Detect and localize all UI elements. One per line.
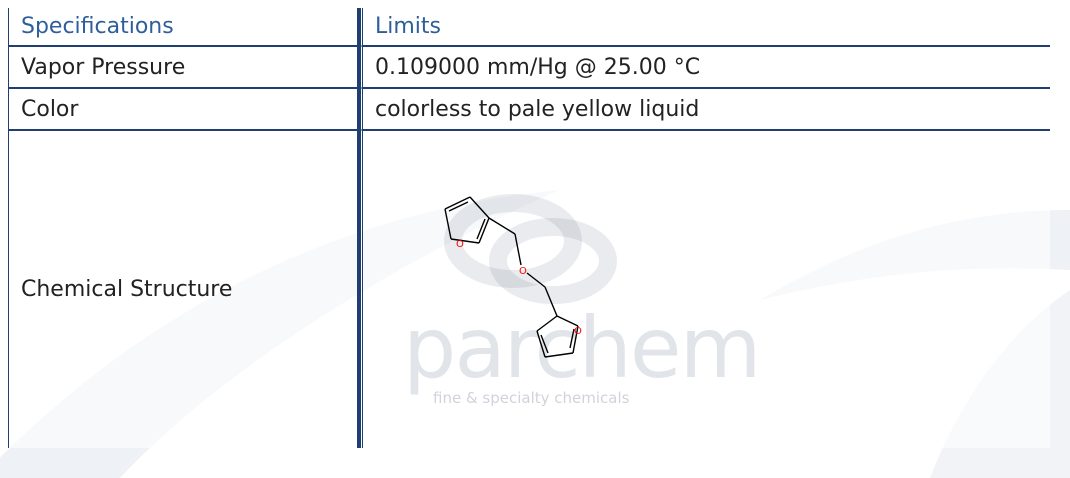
header-specifications: Specifications bbox=[8, 8, 360, 46]
table-header-row: Specifications Limits bbox=[8, 8, 1050, 46]
row-value-color: colorless to pale yellow liquid bbox=[360, 88, 1050, 130]
table-row-vapor-pressure: Vapor Pressure 0.109000 mm/Hg @ 25.00 °C bbox=[8, 46, 1050, 88]
row-value-vapor-pressure: 0.109000 mm/Hg @ 25.00 °C bbox=[360, 46, 1050, 88]
table-row-color: Color colorless to pale yellow liquid bbox=[8, 88, 1050, 130]
furan-ring-bottom bbox=[536, 315, 579, 358]
molecule-structure-icon: O O O bbox=[444, 196, 582, 358]
oxygen-label-1: O bbox=[456, 239, 464, 250]
specifications-table: Specifications Limits Vapor Pressure 0.1… bbox=[8, 8, 1050, 448]
ether-linker bbox=[488, 217, 558, 317]
row-label-color: Color bbox=[8, 88, 360, 130]
row-label-vapor-pressure: Vapor Pressure bbox=[8, 46, 360, 88]
oxygen-label-2: O bbox=[519, 266, 527, 277]
oxygen-label-3: O bbox=[574, 326, 582, 337]
chemical-structure-cell: parchem fine & specialty chemicals bbox=[360, 130, 1050, 448]
row-label-chemical-structure: Chemical Structure bbox=[8, 130, 360, 448]
watermark-tagline: fine & specialty chemicals bbox=[433, 389, 630, 407]
furan-ring-top bbox=[444, 196, 490, 244]
header-limits: Limits bbox=[360, 8, 1050, 46]
table-row-chemical-structure: Chemical Structure parchem fine & specia… bbox=[8, 130, 1050, 448]
